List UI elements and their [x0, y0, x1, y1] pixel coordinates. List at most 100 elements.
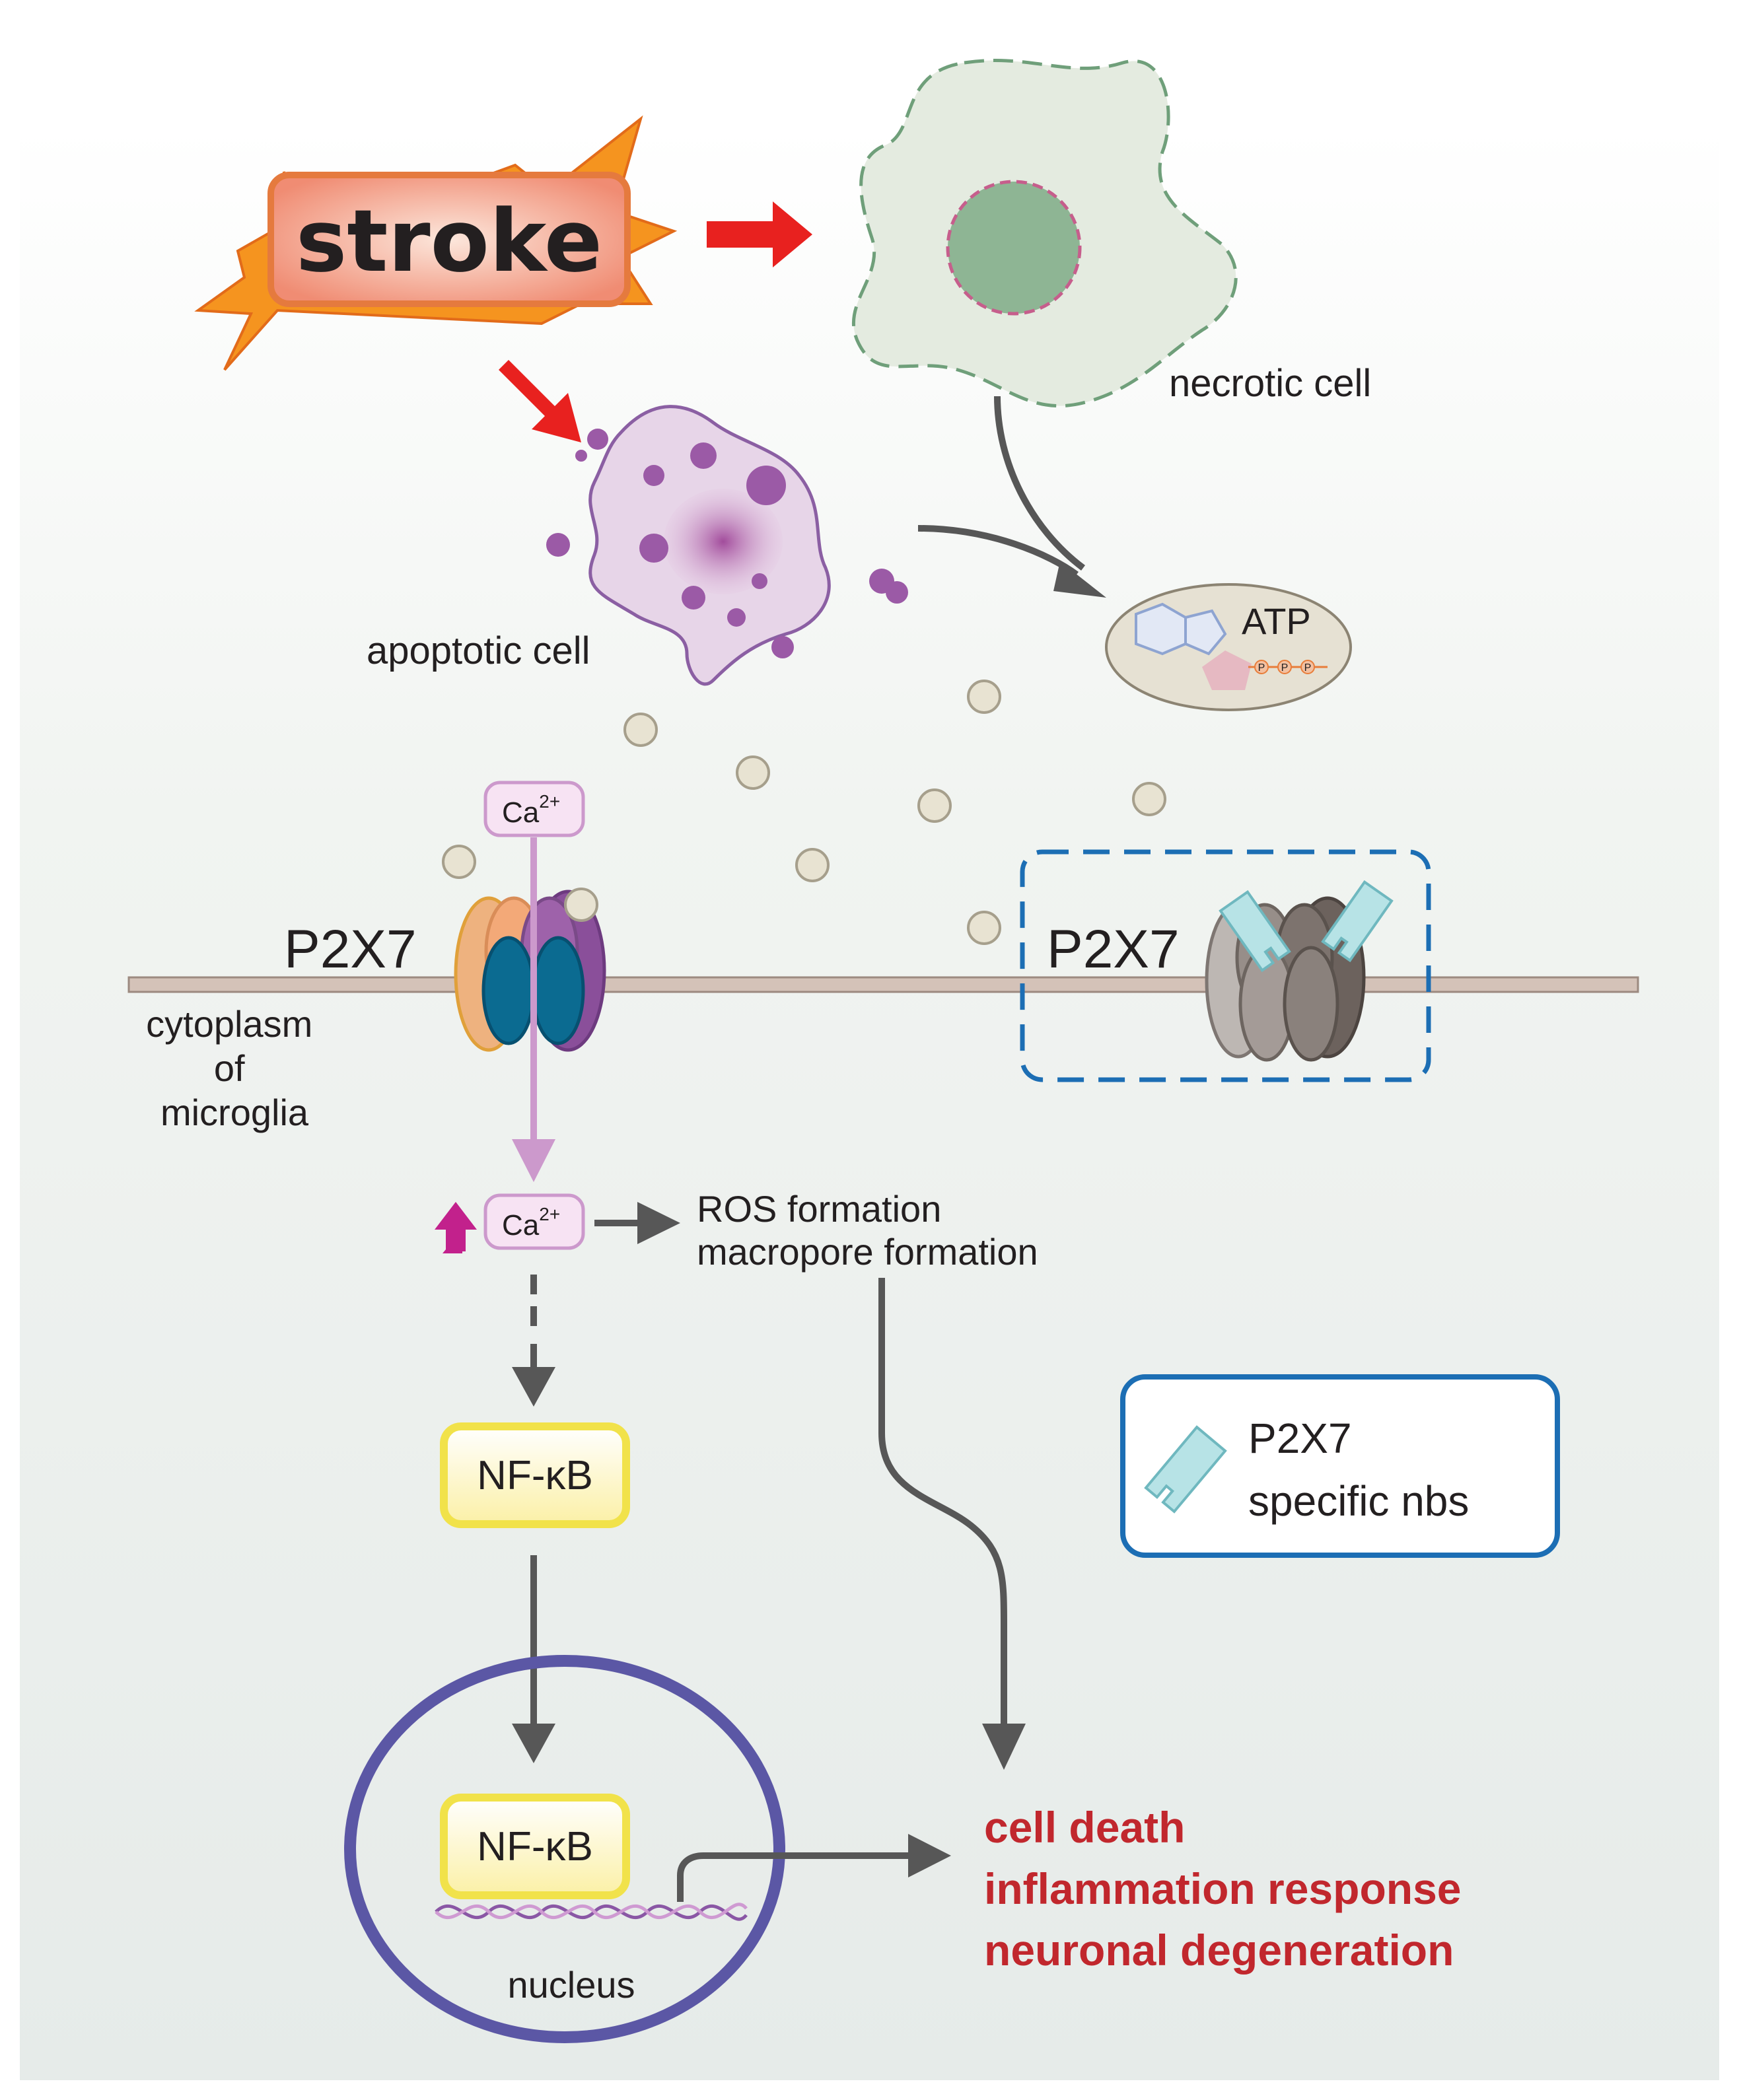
nfkb-to-nucleus-arrowhead	[512, 1724, 555, 1763]
outcome-cell-death: cell death	[984, 1803, 1185, 1852]
atp-particle	[967, 680, 1001, 714]
apoptotic-vesicle	[643, 465, 664, 486]
legend-line2: specific nbs	[1248, 1477, 1469, 1525]
ros-label: ROS formation	[697, 1188, 941, 1230]
apoptotic-vesicle	[682, 586, 705, 610]
necrotic-to-atp-arrow	[994, 396, 1086, 571]
apoptotic-bleb	[575, 450, 587, 462]
p2x7-left-label: P2X7	[284, 919, 417, 979]
calcium-top-symbol: Ca	[502, 796, 540, 829]
calcium-influx-arrowhead	[512, 1139, 555, 1182]
calcium-to-nfkb-arrowhead	[512, 1367, 555, 1407]
apoptotic-vesicle	[752, 573, 767, 589]
calcium-bottom-box	[483, 1193, 585, 1250]
atp-particles	[442, 680, 1166, 945]
cytoplasm-line: cytoplasm	[146, 1003, 312, 1045]
atp-molecule: P P P	[1105, 583, 1352, 711]
atp-ribose	[1202, 650, 1252, 690]
apoptotic-vesicle	[639, 534, 668, 563]
p2x7-subunit	[1283, 946, 1339, 1062]
p2x7-right-label: P2X7	[1047, 919, 1180, 979]
atp-phosphate	[1300, 660, 1315, 674]
p2x7-subunit	[531, 936, 585, 1045]
stroke-box	[267, 172, 631, 307]
nfkb-nucleus: NF-κB	[440, 1794, 630, 1899]
nfkb-cytoplasm-box	[440, 1422, 630, 1528]
atp-label: ATP	[1242, 600, 1311, 642]
outcome-inflammation: inflammation response	[984, 1864, 1462, 1913]
atp-particle	[736, 755, 770, 790]
apoptotic-vesicle	[690, 442, 717, 469]
atp-particle	[967, 911, 1001, 945]
apoptotic-cell-label: apoptotic cell	[367, 629, 590, 672]
atp-particle	[917, 788, 952, 823]
apoptotic-nucleus	[664, 489, 783, 594]
stroke-to-apoptotic-arrow	[499, 360, 581, 442]
nucleus	[344, 1655, 785, 2043]
nucleus-label: nucleus	[507, 1964, 635, 2006]
necrotic-cell-label: necrotic cell	[1169, 362, 1371, 405]
outcome-list: cell death inflammation response neurona…	[984, 1803, 1462, 1975]
macropore-to-outcome-arrow	[878, 1278, 1007, 1730]
calcium-bottom-symbol: Ca	[502, 1209, 540, 1242]
macropore-label: macropore formation	[697, 1231, 1038, 1273]
svg-text:Ca2+: Ca2+	[502, 1204, 560, 1242]
cytoplasm-line: of	[214, 1047, 245, 1089]
macropore-to-outcome-arrowhead	[982, 1724, 1026, 1770]
nfkb-cytoplasm-label: NF-κB	[477, 1453, 593, 1498]
apoptotic-vesicle	[727, 608, 746, 627]
background-panel	[20, 125, 1719, 2080]
cell-membrane	[127, 976, 1639, 993]
atp-arrowhead	[1053, 561, 1106, 598]
p2x7-subunit	[481, 936, 536, 1045]
svg-text:Ca2+: Ca2+	[502, 791, 560, 829]
nanobody-bound	[1321, 880, 1394, 963]
atp-particle	[623, 713, 658, 747]
atp-phosphate	[1277, 660, 1292, 674]
legend-line1: P2X7	[1248, 1415, 1352, 1462]
stroke-label: stroke	[296, 191, 602, 291]
calcium-bottom-charge: 2+	[539, 1204, 560, 1224]
atp-phosphate	[1254, 660, 1269, 674]
atp-particle	[564, 888, 598, 922]
legend: P2X7 specific nbs	[1120, 1374, 1560, 1558]
stroke-to-necrotic-arrow	[707, 201, 812, 267]
necrotic-cell	[851, 59, 1238, 408]
atp-phosphate-label: P	[1258, 662, 1265, 674]
apoptotic-bleb	[546, 533, 570, 557]
cytoplasm-label: cytoplasm of microglia	[146, 1003, 323, 1133]
necrotic-nucleus	[946, 180, 1082, 316]
apoptotic-bleb	[587, 429, 608, 450]
apoptotic-cell	[546, 405, 908, 686]
nanobody-icon	[1144, 1425, 1227, 1514]
atp-particle	[795, 848, 830, 882]
nanobody-bound	[1219, 890, 1291, 973]
cytoplasm-line: microglia	[160, 1092, 309, 1133]
apoptotic-bleb	[771, 636, 794, 658]
stroke-badge: stroke	[194, 115, 678, 371]
apoptotic-bleb	[886, 581, 908, 604]
atp-adenine-ring	[1184, 609, 1227, 656]
outcome-neuronal-degeneration: neuronal degeneration	[984, 1926, 1454, 1975]
dna-to-outcome-arrowhead	[908, 1834, 951, 1877]
blocked-receptor-frame	[1020, 849, 1431, 1082]
atp-phosphate-label: P	[1281, 662, 1289, 674]
dna-strand	[435, 1903, 748, 1920]
calcium-top-box	[483, 781, 585, 837]
atp-particle	[1132, 782, 1166, 816]
nfkb-nucleus-label: NF-κB	[477, 1824, 593, 1870]
calcium-top: Ca2+	[483, 781, 585, 837]
atp-phosphate-label: P	[1304, 662, 1312, 674]
apoptotic-vesicle	[746, 466, 786, 505]
calcium-bottom: Ca2+	[483, 1193, 585, 1250]
nfkb-cytoplasm: NF-κB	[440, 1422, 630, 1528]
calcium-top-charge: 2+	[539, 791, 560, 812]
calcium-to-ros-arrowhead	[637, 1202, 680, 1244]
atp-particle	[442, 845, 476, 879]
calcium-increase-arrow-shape	[435, 1202, 477, 1251]
legend-box	[1120, 1374, 1560, 1558]
dna-to-outcome-arrow	[677, 1852, 915, 1902]
p2x7-receptor-blocked	[1205, 880, 1394, 1062]
nfkb-nucleus-box	[440, 1794, 630, 1899]
